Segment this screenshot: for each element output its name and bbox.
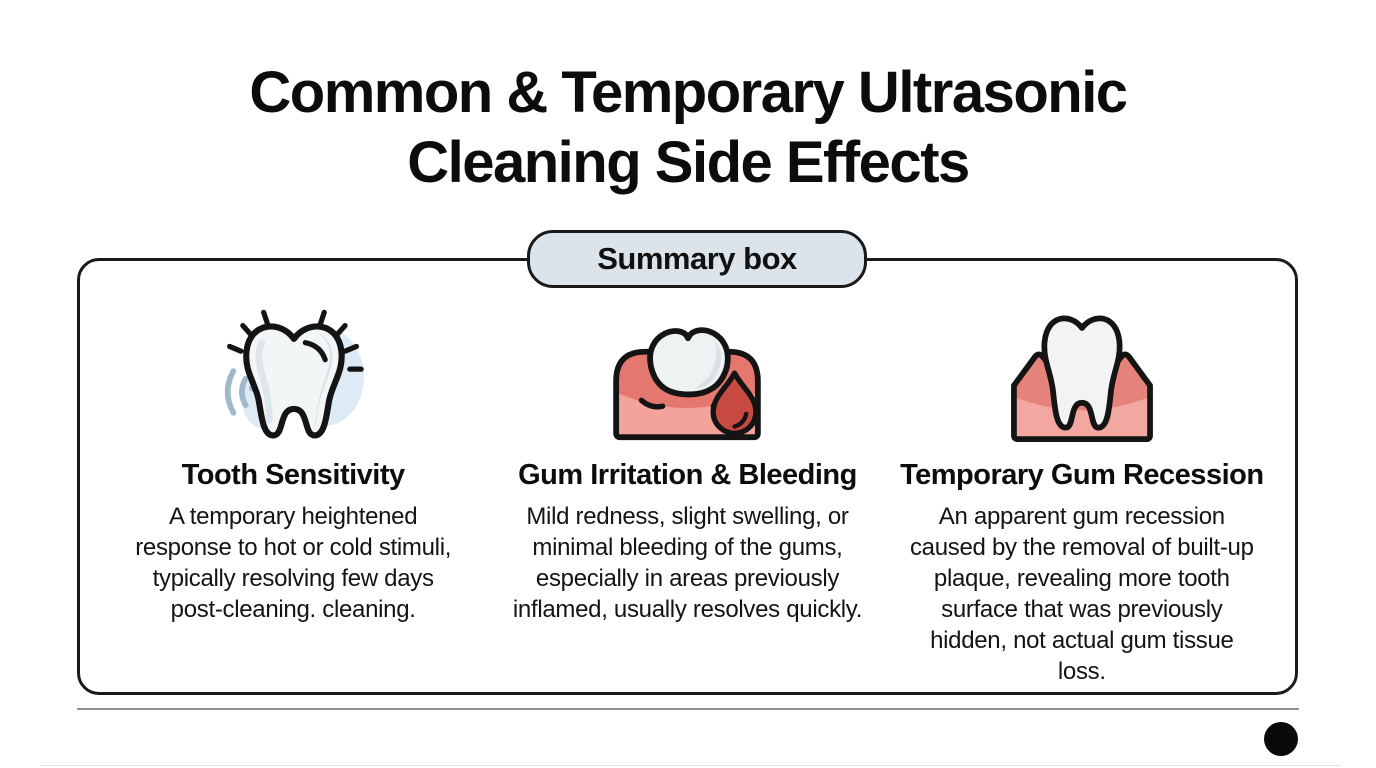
summary-box-label: Summary box <box>527 230 867 288</box>
gum-bleeding-icon-svg <box>613 327 762 441</box>
column-heading-tooth-sensitivity: Tooth Sensitivity <box>181 459 405 491</box>
sensitive-tooth-icon <box>208 301 378 443</box>
column-body-gum-irritation: Mild redness, slight swelling, or minima… <box>512 503 863 623</box>
column-gum-irritation-bleeding: Gum Irritation & Bleeding Mild redness, … <box>490 301 884 692</box>
page-title-line-1: Common & Temporary Ultrasonic <box>249 60 1128 125</box>
footer-divider-line <box>77 708 1299 710</box>
sensitive-tooth-icon-svg <box>225 309 365 439</box>
column-temporary-gum-recession: Temporary Gum Recession An apparent gum … <box>885 301 1279 692</box>
column-tooth-sensitivity: Tooth Sensitivity A temporary heightened… <box>96 301 490 692</box>
gum-recession-icon-svg <box>1010 315 1153 443</box>
footer-dot <box>1264 722 1298 756</box>
gum-recession-icon <box>997 301 1167 443</box>
column-body-gum-recession: An apparent gum recession caused by the … <box>909 503 1254 685</box>
column-heading-gum-irritation: Gum Irritation & Bleeding <box>518 459 857 491</box>
page-title-line-2: Cleaning Side Effects <box>407 130 970 195</box>
column-body-tooth-sensitivity: A temporary heightened response to hot o… <box>135 503 452 623</box>
bottom-edge-line <box>40 765 1340 766</box>
gum-bleeding-icon <box>602 301 772 443</box>
page-title: Common & Temporary Ultrasonic Cleaning S… <box>0 58 1376 198</box>
summary-box: Tooth Sensitivity A temporary heightened… <box>77 258 1298 695</box>
summary-box-label-text: Summary box <box>597 241 797 276</box>
column-heading-gum-recession: Temporary Gum Recession <box>900 459 1264 491</box>
